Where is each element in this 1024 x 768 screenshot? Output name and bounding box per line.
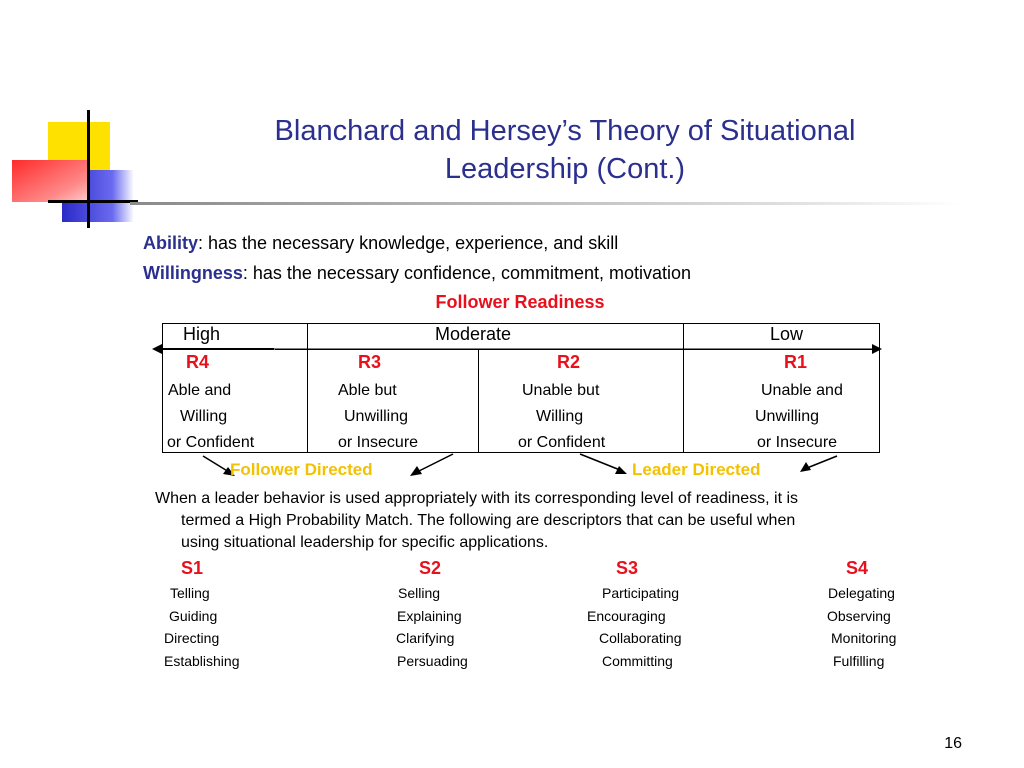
table-divider (683, 323, 684, 453)
readiness-label-r2: R2 (557, 352, 581, 372)
r3-line-1: Able but (338, 382, 397, 399)
r4-line-3: or Confident (167, 434, 255, 451)
style-label-s4: S4 (846, 558, 869, 578)
table-divider (307, 350, 308, 453)
s3-item: Encouraging (587, 608, 666, 624)
ability-definition: Ability: has the necessary knowledge, ex… (143, 233, 618, 254)
r2-line-1: Unable but (522, 382, 600, 399)
r3-line-2: Unwilling (344, 408, 409, 425)
willingness-definition: Willingness: has the necessary confidenc… (143, 263, 691, 284)
willingness-term: Willingness (143, 263, 243, 283)
s2-item: Persuading (397, 653, 468, 669)
logo-red-square (12, 160, 90, 202)
r4-line-1: Able and (168, 382, 232, 399)
r3-line-3: or Insecure (338, 434, 419, 451)
ability-term: Ability (143, 233, 199, 253)
ability-text: : has the necessary knowledge, experienc… (198, 233, 619, 253)
readiness-arrow (152, 344, 882, 354)
title-line-1: Blanchard and Hersey’s Theory of Situati… (274, 115, 856, 147)
level-high: High (183, 324, 221, 344)
readiness-label-r4: R4 (186, 352, 210, 372)
readiness-label-r1: R1 (784, 352, 808, 372)
slide-title: Blanchard and Hersey’s Theory of Situati… (190, 112, 940, 188)
r1-line-1: Unable and (761, 382, 843, 399)
follower-readiness-title: Follower Readiness (435, 292, 605, 312)
readiness-table (162, 323, 880, 453)
s3-item: Committing (602, 653, 673, 669)
level-low: Low (770, 324, 804, 344)
s4-item: Fulfilling (833, 653, 885, 669)
title-underline (130, 202, 960, 205)
style-label-s1: S1 (181, 558, 204, 578)
s2-item: Selling (398, 585, 441, 601)
style-label-s3: S3 (616, 558, 639, 578)
s2-item: Clarifying (396, 630, 455, 646)
s1-item: Directing (164, 630, 220, 646)
r4-line-2: Willing (180, 408, 228, 425)
leader-directed-label: Leader Directed (632, 460, 761, 479)
high-probability-paragraph: When a leader behavior is used appropria… (155, 488, 965, 554)
willingness-text: : has the necessary confidence, commitme… (242, 263, 692, 283)
paragraph-line-1: When a leader behavior is used appropria… (155, 490, 799, 507)
readiness-label-r3: R3 (358, 352, 382, 372)
s1-item: Guiding (169, 608, 218, 624)
paragraph-line-2: termed a High Probability Match. The fol… (181, 512, 796, 529)
logo-horizontal-line (48, 200, 138, 203)
style-label-s2: S2 (419, 558, 442, 578)
page-number: 16 (944, 735, 962, 752)
level-moderate: Moderate (435, 324, 512, 344)
table-divider (307, 323, 308, 349)
paragraph-line-3: using situational leadership for specifi… (181, 534, 549, 551)
table-divider (478, 350, 479, 453)
r1-line-3: or Insecure (757, 434, 838, 451)
follower-directed-label: Follower Directed (230, 460, 373, 479)
s3-item: Participating (602, 585, 680, 601)
r1-line-2: Unwilling (755, 408, 820, 425)
s2-item: Explaining (397, 608, 462, 624)
logo-vertical-line (87, 110, 90, 228)
s4-item: Observing (827, 608, 891, 624)
r2-line-3: or Confident (518, 434, 606, 451)
s4-item: Delegating (828, 585, 895, 601)
r2-line-2: Willing (536, 408, 584, 425)
directed-arrows (202, 453, 838, 476)
s1-item: Establishing (164, 653, 240, 669)
s1-item: Telling (170, 585, 210, 601)
title-line-2: Leadership (Cont.) (444, 153, 686, 185)
s3-item: Collaborating (599, 630, 682, 646)
s4-item: Monitoring (831, 630, 897, 646)
